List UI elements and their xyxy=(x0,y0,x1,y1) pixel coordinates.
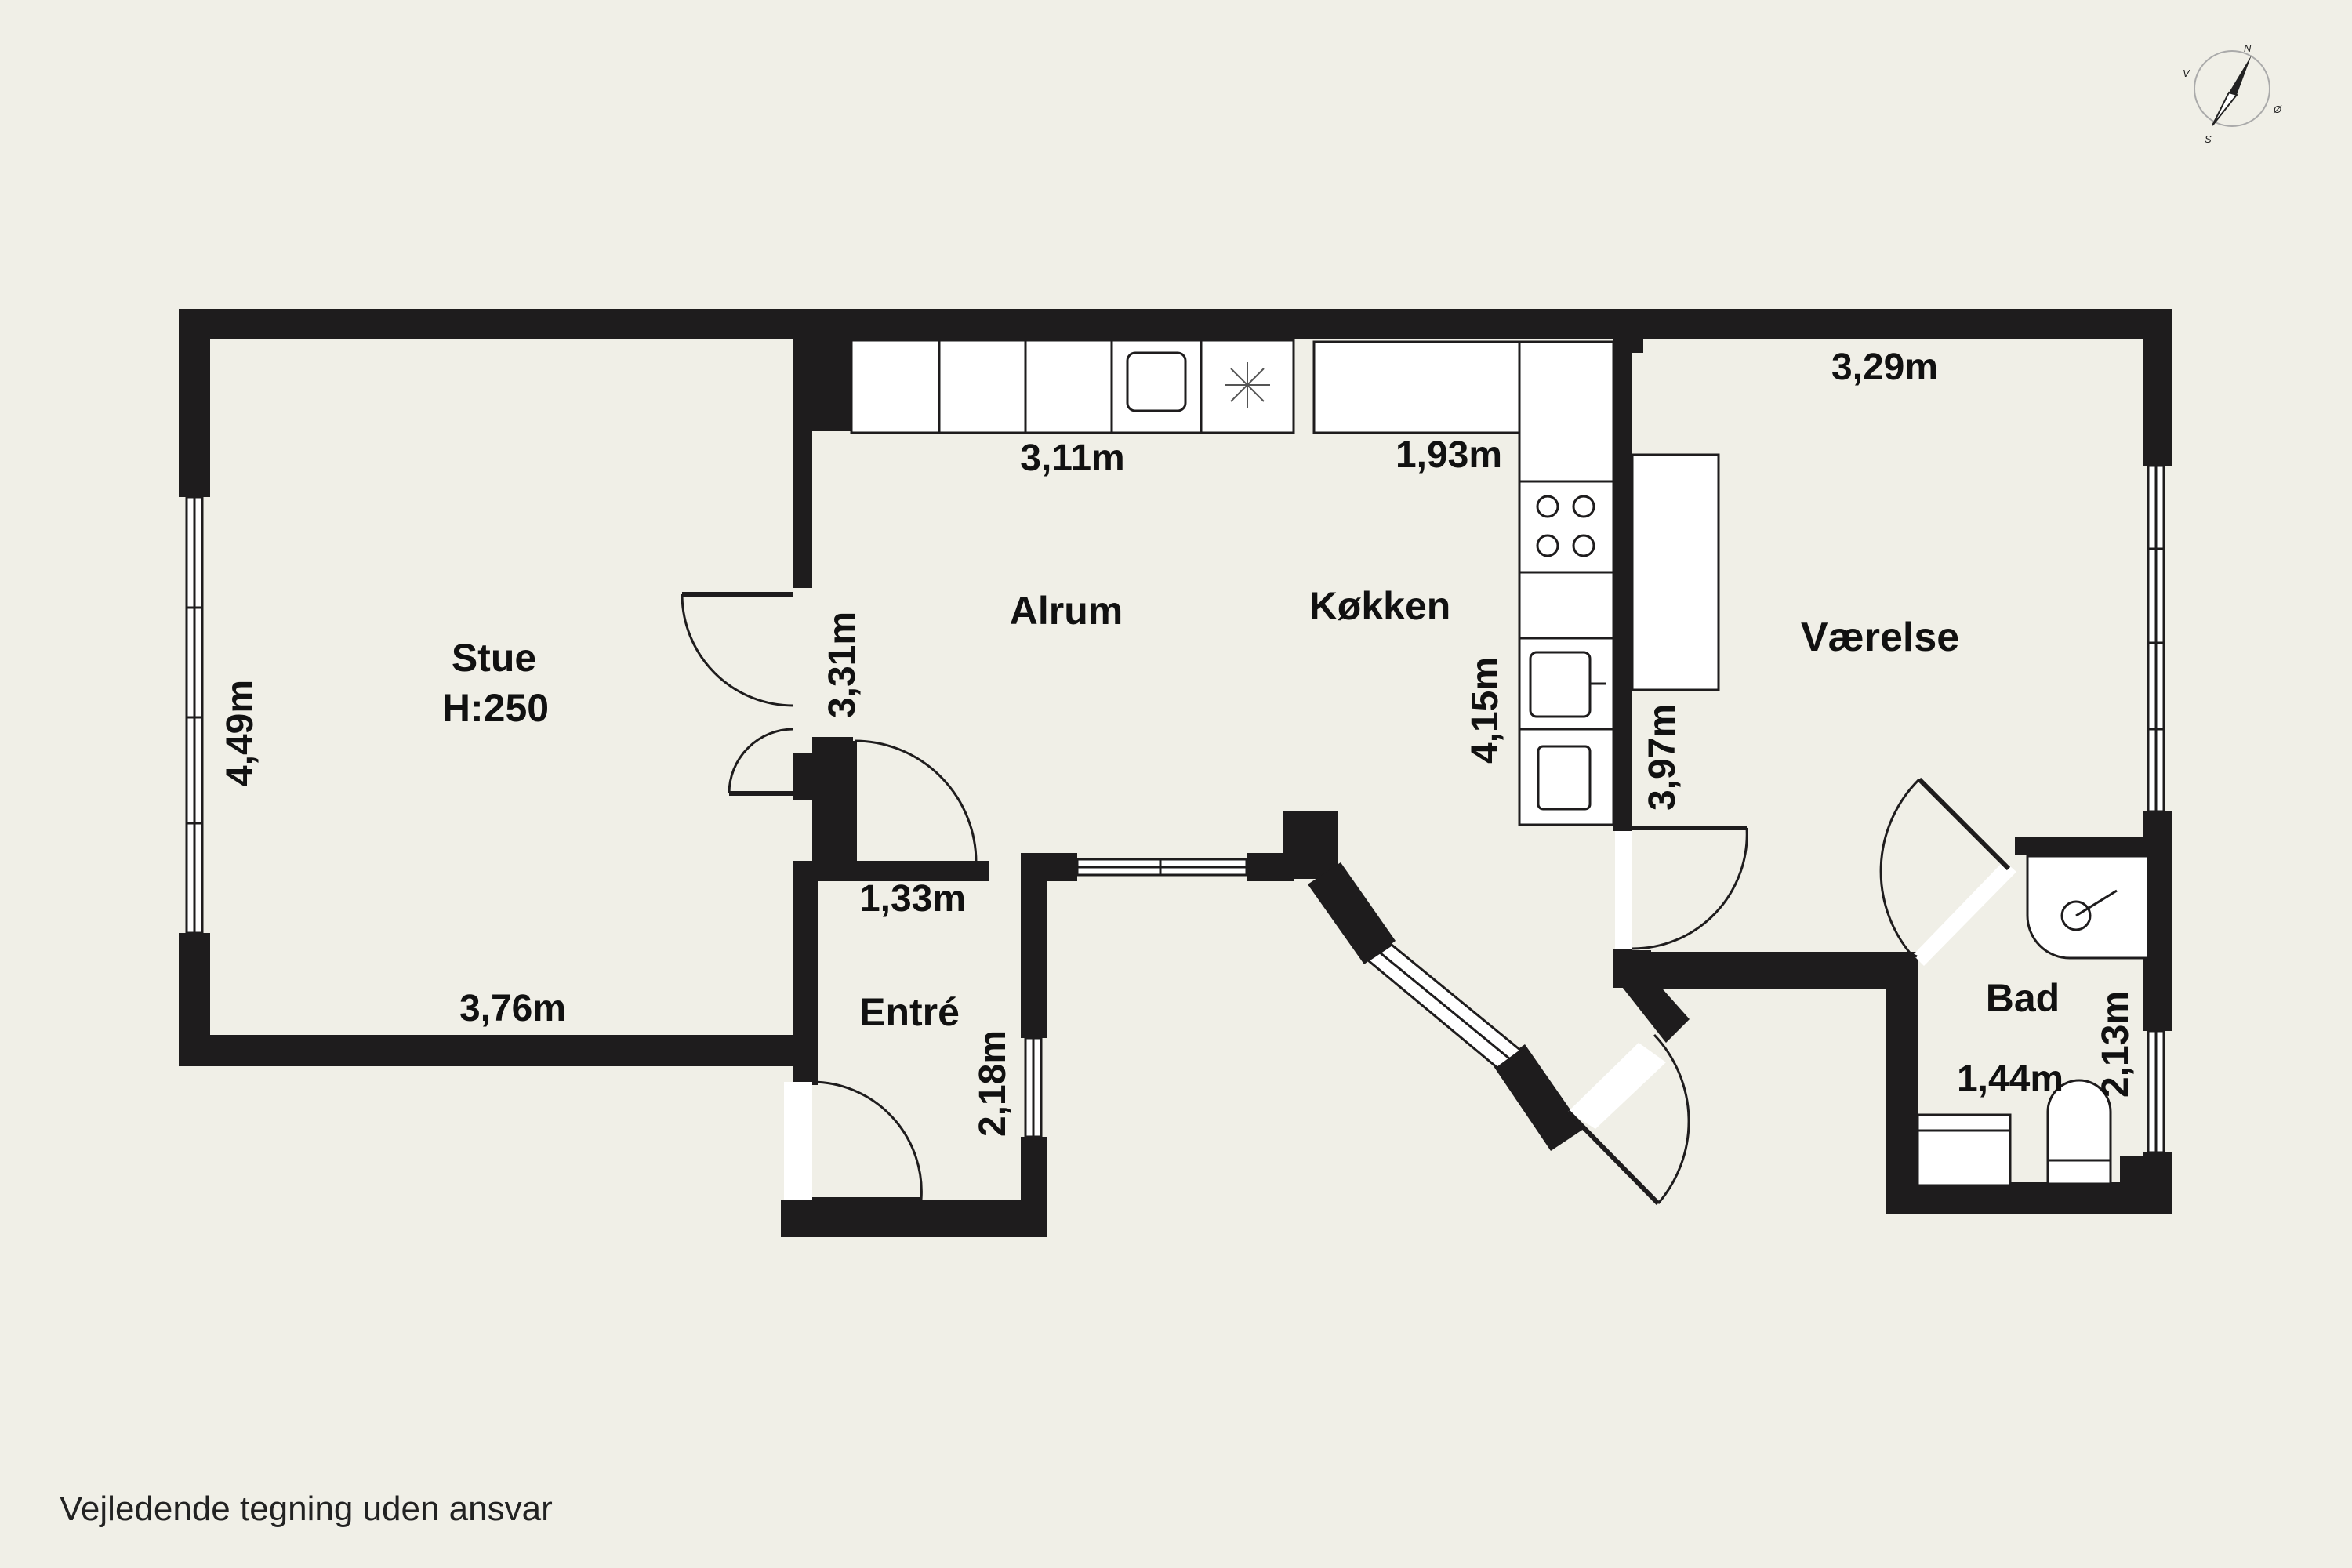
dim-bad-depth: 2,13m xyxy=(2095,991,2136,1098)
compass-south: S xyxy=(2205,133,2212,145)
dim-alrum-width: 3,11m xyxy=(1020,437,1124,479)
room-label-alrum: Alrum xyxy=(1010,589,1123,633)
room-label-stue: Stue xyxy=(452,636,536,680)
front-door xyxy=(784,1080,923,1202)
dim-stue-width: 3,76m xyxy=(459,988,566,1029)
dim-kokken-width: 1,93m xyxy=(1396,434,1502,476)
dim-stue-depth: 4,49m xyxy=(220,680,261,786)
vaerelse-door xyxy=(1615,826,1748,950)
room-label-bad: Bad xyxy=(1986,976,2060,1020)
windows xyxy=(185,464,2165,1154)
room-label-stue-height: H:250 xyxy=(442,686,549,730)
fixtures xyxy=(850,339,2150,1187)
disclaimer: Vejledende tegning uden ansvar xyxy=(60,1490,553,1528)
dim-bad-width: 1,44m xyxy=(1957,1058,2063,1100)
entre-inner-door xyxy=(852,739,978,863)
compass: N Ø S V xyxy=(2183,42,2282,145)
compass-east: Ø xyxy=(2273,103,2282,115)
doors xyxy=(681,592,2016,1206)
dim-kokken-depth: 4,15m xyxy=(1465,657,1506,764)
compass-west: V xyxy=(2183,67,2190,79)
dim-vaerelse-depth: 3,97m xyxy=(1642,704,1683,811)
room-labels: Stue H:250 Alrum Køkken Værelse Entré Ba… xyxy=(442,584,2060,1034)
dim-entre-width: 1,33m xyxy=(859,878,966,920)
dim-alrum-depth: 3,31m xyxy=(822,612,863,718)
bad-door xyxy=(1879,777,2016,966)
room-label-kokken: Køkken xyxy=(1309,584,1451,628)
dim-entre-depth: 2,18m xyxy=(972,1030,1014,1137)
walls xyxy=(179,309,2172,1237)
dim-vaerelse-width: 3,29m xyxy=(1831,347,1938,388)
room-label-vaerelse: Værelse xyxy=(1801,615,1959,660)
room-label-entre: Entré xyxy=(859,990,960,1034)
stue-double-door xyxy=(681,592,794,796)
diagonal-door xyxy=(1566,1033,1690,1206)
compass-north: N xyxy=(2244,42,2252,54)
dimension-labels: 3,76m 4,49m 3,11m 3,31m 1,93m 4,15m 3,29… xyxy=(220,347,2136,1137)
